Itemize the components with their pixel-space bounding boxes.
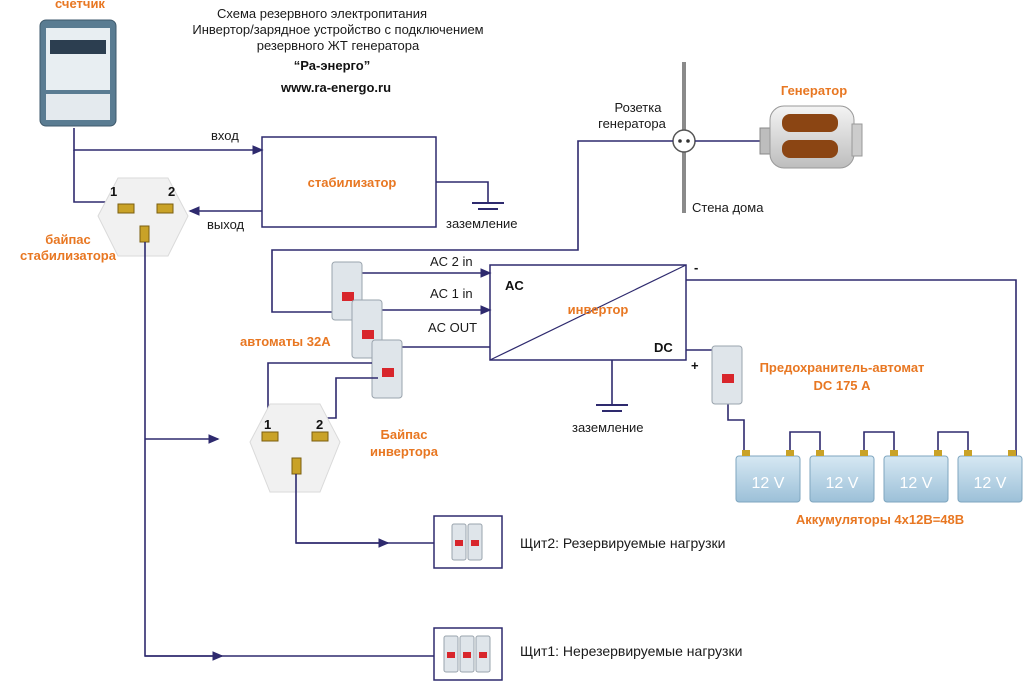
stab-bypass-label-1: байпас xyxy=(45,232,91,247)
inv-bypass-pos-1: 1 xyxy=(264,417,271,432)
fuse-label-2: DC 175 А xyxy=(813,378,871,393)
dc-plus-label: + xyxy=(691,358,699,373)
battery-4-voltage: 12 V xyxy=(974,475,1007,492)
dc-fuse-breaker-icon xyxy=(711,345,743,405)
header-line-3: резервного ЖТ генератора xyxy=(257,38,420,53)
header: Схема резервного электропитания Инвертор… xyxy=(192,6,483,95)
ac2-label: AC 2 in xyxy=(430,254,473,269)
header-line-2: Инвертор/зарядное устройство с подключен… xyxy=(192,22,483,37)
breakers-label: автоматы 32А xyxy=(240,334,331,349)
ac-label: AC xyxy=(505,278,524,293)
acout-label: AC OUT xyxy=(428,320,477,335)
battery-icon: 12 V xyxy=(735,450,801,503)
battery-icon: 12 V xyxy=(809,450,875,503)
stabilizer-box xyxy=(261,136,437,228)
stab-bypass-pos-1: 1 xyxy=(110,184,117,199)
website: www.ra-energo.ru xyxy=(280,80,391,95)
battery-icon: 12 V xyxy=(957,450,1023,503)
socket-label-2: генератора xyxy=(598,116,667,131)
breakers-icon xyxy=(331,261,403,399)
battery-3-voltage: 12 V xyxy=(900,475,933,492)
socket-label-1: Розетка xyxy=(615,100,663,115)
inv-bypass-label-2: инвертора xyxy=(370,444,439,459)
wall-label: Стена дома xyxy=(692,200,764,215)
header-line-1: Схема резервного электропитания xyxy=(217,6,427,21)
ground-bottom-label: заземление xyxy=(572,420,644,435)
batteries-label: Аккумуляторы 4х12В=48В xyxy=(796,512,964,527)
generator-socket-icon xyxy=(672,129,696,153)
battery-icon: 12 V xyxy=(883,450,949,503)
meter-label: счетчик xyxy=(55,0,105,11)
inv-bypass-label-1: Байпас xyxy=(381,427,428,442)
battery-2-voltage: 12 V xyxy=(826,475,859,492)
output-label: выход xyxy=(207,217,245,232)
brand-name: “Ра-энерго” xyxy=(294,58,370,73)
generator-icon xyxy=(759,105,863,169)
meter-icon xyxy=(39,19,117,127)
stabilizer-bypass-switch: 1 2 xyxy=(97,177,189,257)
dc-label: DC xyxy=(654,340,673,355)
battery-bank: 12 V 12 V 12 V 12 V xyxy=(735,431,1023,503)
inverter-label: инвертор xyxy=(568,302,629,317)
stab-bypass-pos-2: 2 xyxy=(168,184,175,199)
panel2-box xyxy=(433,515,503,569)
panel1-box xyxy=(433,627,503,681)
stabilizer-label: стабилизатор xyxy=(308,175,397,190)
input-label: вход xyxy=(211,128,239,143)
panel2-label: Щит2: Резервируемые нагрузки xyxy=(520,535,725,551)
inv-bypass-pos-2: 2 xyxy=(316,417,323,432)
generator-label: Генератор xyxy=(781,83,847,98)
inverter-bypass-switch: 1 2 xyxy=(249,403,341,493)
panel1-label: Щит1: Нерезервируемые нагрузки xyxy=(520,643,742,659)
stab-bypass-label-2: стабилизатора xyxy=(20,248,117,263)
ac1-label: AC 1 in xyxy=(430,286,473,301)
fuse-label-1: Предохранитель-автомат xyxy=(760,360,925,375)
ground-top-label: заземление xyxy=(446,216,518,231)
battery-1-voltage: 12 V xyxy=(752,475,785,492)
dc-minus-label: - xyxy=(694,260,698,275)
